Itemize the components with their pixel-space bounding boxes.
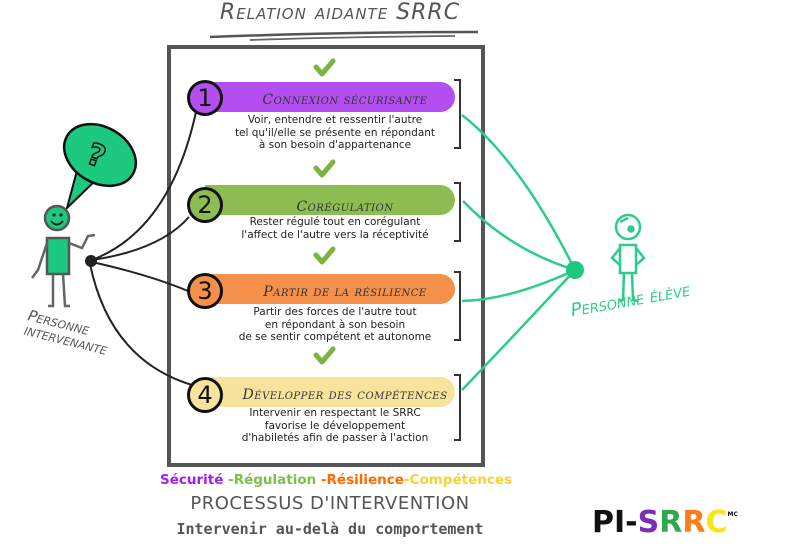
step-1-number: 1 [187, 80, 223, 116]
legend-resilience: -Résilience [316, 472, 404, 488]
intervenant-head [43, 204, 71, 232]
legend-securite: Sécurité [160, 472, 224, 488]
logo-part-pi: PI- [592, 505, 638, 540]
step-4-bar [205, 377, 455, 407]
step-1-bar [205, 82, 455, 112]
person-intervenant-figure: ? [31, 122, 138, 308]
speech-bubble [62, 122, 138, 188]
step-4-desc-line: favorise le développement [264, 419, 406, 432]
step-3-number: 3 [187, 273, 223, 309]
bracket-icons [454, 79, 461, 441]
step-2-description: Rester régulé tout en corégulant l'affec… [215, 216, 455, 241]
srrc-legend: Sécurité -Régulation -Résilience-Compéte… [160, 472, 512, 488]
step-2-desc-line: Rester régulé tout en corégulant [249, 216, 421, 228]
page-title: Relation aidante SRRC [219, 0, 461, 25]
title-underline [209, 30, 479, 39]
step-4-description: Intervenir en respectant le SRRC favoris… [215, 407, 455, 445]
student-connectors [461, 114, 577, 391]
step-3-desc-line: de se sentir compétent et autonome [238, 331, 432, 343]
intervenant-body [45, 236, 71, 276]
logo-part-c: C [705, 505, 728, 540]
step-4-title: Développer des compétences [242, 387, 448, 403]
step-1-description: Voir, entendre et ressentir l'autre tel … [215, 114, 455, 152]
step-1-desc-line: Voir, entendre et ressentir l'autre [247, 114, 423, 126]
step-1-desc-line: à son besoin d'appartenance [258, 139, 412, 151]
step-4-desc-line: Intervenir en respectant le SRRC [249, 407, 421, 419]
title-underline-2 [249, 35, 456, 41]
legend-regulation: -Régulation [223, 472, 317, 488]
process-frame [167, 45, 485, 467]
pi-srrc-logo: PI-SRRCMC [592, 505, 738, 540]
step-1-title: Connexion sécurisante [262, 92, 428, 108]
step-2-bar [205, 185, 455, 215]
logo-trademark: MC [727, 511, 738, 518]
intervenant-connectors [89, 111, 197, 386]
step-2-title: Corégulation [296, 199, 394, 215]
checkmark-icon [313, 58, 336, 365]
step-3-bar [205, 274, 455, 304]
step-3-title: Partir de la résilience [263, 284, 427, 300]
logo-part-r2: R [682, 505, 706, 540]
student-hub [566, 261, 584, 279]
legend-competences: -Compétences [403, 472, 513, 488]
step-4-desc-line: d'habiletés afin de passer à l'action [241, 432, 429, 444]
logo-part-s: S [637, 505, 660, 540]
step-1-desc-line: tel qu'il/elle se présente en répondant [234, 126, 436, 139]
step-2-desc-line: l'affect de l'autre vers la réceptivité [241, 228, 429, 241]
step-2-number: 2 [187, 187, 223, 223]
logo-part-r1: R [659, 505, 683, 540]
step-3-desc-line: Partir des forces de l'autre tout [253, 306, 417, 318]
step-3-description: Partir des forces de l'autre tout en rép… [215, 306, 455, 344]
process-subtitle: Intervenir au-delà du comportement [176, 520, 484, 538]
process-title: PROCESSUS D'INTERVENTION [190, 493, 470, 514]
person-eleve-figure [610, 213, 646, 303]
step-3-desc-line: en répondant à son besoin [264, 318, 406, 331]
step-4-number: 4 [187, 377, 223, 413]
intervenant-hub [85, 255, 97, 267]
